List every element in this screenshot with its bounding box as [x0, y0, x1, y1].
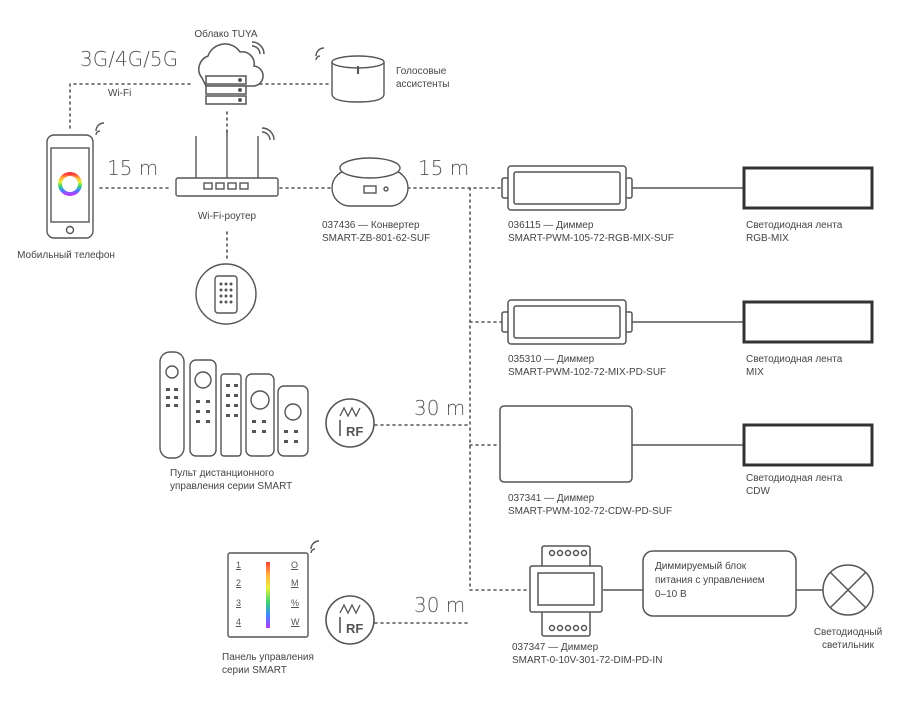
distance-15-right: 15 m: [418, 156, 470, 180]
phone-label: Мобильный телефон: [17, 250, 115, 261]
panel-key-1: 1: [236, 560, 242, 570]
panel-key-m: M: [291, 578, 299, 588]
voice-assistant-label-2: ассистенты: [396, 79, 450, 90]
strip-2-label-2: MIX: [746, 367, 764, 378]
dimmer-4-label-2: SMART-0-10V-301-72-DIM-PD-IN: [512, 655, 663, 666]
dimmer-1-label-2: SMART-PWM-105-72-RGB-MIX-SUF: [508, 233, 674, 244]
panel-key-on: O: [291, 560, 299, 570]
psu-label-2: питания с управлением: [655, 575, 765, 586]
panel-key-3: 3: [236, 598, 242, 608]
voice-assistant-label-1: Голосовые: [396, 66, 447, 77]
rf-label-bottom: RF: [346, 621, 364, 636]
rf-icon-top: [325, 398, 375, 448]
wifi-remote-icon: [195, 263, 257, 325]
lamp-label-2: светильник: [821, 640, 875, 651]
panel-label-2: серии SMART: [222, 665, 287, 676]
rf-remotes-icon: [159, 351, 309, 459]
converter-icon: [331, 157, 409, 207]
lamp-label-1: Светодиодный: [813, 627, 883, 638]
distance-30-top: 30 m: [414, 396, 466, 420]
cloud-label: Облако TUYA: [194, 29, 258, 40]
strip-2-label-1: Светодиодная лента: [746, 354, 843, 365]
strip-1-label-2: RGB-MIX: [746, 233, 789, 244]
strip-3-label-2: CDW: [746, 486, 770, 497]
distance-15-left: 15 m: [107, 156, 159, 180]
remote-label-2: управления серии SMART: [170, 481, 293, 492]
dimmer-4-icon: [529, 545, 603, 637]
control-panel-icon: [227, 540, 320, 638]
power-supply-box: [642, 550, 797, 617]
voice-assistant-icon: [315, 47, 385, 103]
strip-1-label-1: Светодиодная лента: [746, 220, 843, 231]
phone-to-cloud-line: [69, 83, 191, 129]
dimmer-3-label-2: SMART-PWM-102-72-CDW-PD-SUF: [508, 506, 673, 517]
dimmer-2-label-1: 035310 — Диммер: [508, 354, 595, 365]
strip-3-label-1: Светодиодная лента: [746, 473, 843, 484]
dimmer-4-label-1: 037347 — Диммер: [512, 642, 599, 653]
psu-label-3: 0–10 В: [655, 589, 687, 600]
panel-key-percent: %: [291, 598, 300, 608]
mobile-phone-icon: [46, 122, 105, 239]
solid-lines: [603, 187, 823, 591]
panel-key-w: W: [291, 617, 300, 627]
converter-label-2: SMART-ZB-801-62-SUF: [322, 233, 431, 244]
dimmer-3-label-1: 037341 — Диммер: [508, 493, 595, 504]
rf-icon-bottom: [325, 595, 375, 645]
psu-label-1: Диммируемый блок: [655, 561, 747, 572]
led-strip-2-icon: [742, 300, 874, 344]
converter-label-1: 037436 — Конвертер: [322, 220, 420, 231]
router-label: Wi-Fi-роутер: [197, 211, 257, 222]
panel-label-1: Панель управления: [222, 652, 314, 663]
distance-30-bottom: 30 m: [414, 593, 466, 617]
dimmer-2-label-2: SMART-PWM-102-72-MIX-PD-SUF: [508, 367, 667, 378]
dimmer-1-icon: [501, 165, 633, 211]
remote-label-1: Пульт дистанционного: [170, 468, 275, 479]
tuya-cloud-icon: [198, 41, 265, 105]
dimmer-1-label-1: 036115 — Диммер: [508, 220, 594, 231]
dimmer-3-icon: [499, 405, 633, 483]
rf-label-top: RF: [346, 424, 364, 439]
lamp-icon: [822, 564, 874, 616]
wifi-label: Wi-Fi: [108, 88, 132, 99]
wifi-router-icon: [175, 127, 279, 197]
led-strip-1-icon: [742, 166, 874, 210]
panel-key-2: 2: [236, 578, 242, 588]
panel-key-4: 4: [236, 617, 242, 627]
network-label: 3G/4G/5G: [80, 47, 179, 71]
dimmer-2-icon: [501, 299, 633, 345]
led-strips: [742, 166, 874, 467]
led-strip-3-icon: [742, 423, 874, 467]
